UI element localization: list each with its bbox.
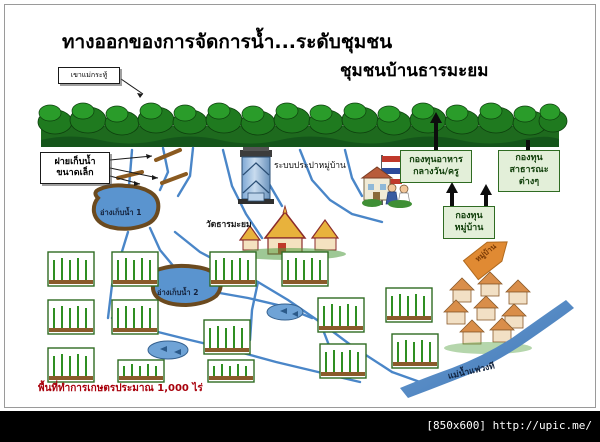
fund-box-village-fund-line1: กองทุน [455, 210, 483, 221]
fund-box-public-funds-line3: ต่างๆ [518, 176, 540, 187]
callout-small-weir-line2: ขนาดเล็ก [56, 168, 94, 179]
fund-box-public-funds: กองทุน สาธารณะ ต่างๆ [498, 150, 560, 192]
fund-box-village-fund-line2: หมู่บ้าน [454, 222, 484, 233]
label-temple: วัดธารมะยม [206, 220, 252, 230]
label-reservoir-1: อ่างเก็บน้ำ 1 [100, 208, 142, 217]
footer-watermark-text: [850x600] http://upic.me/ [426, 419, 592, 432]
callout-small-weir: ฝายเก็บน้ำ ขนาดเล็ก [40, 152, 110, 184]
page-subtitle: ชุมชนบ้านธารมะยม [340, 61, 489, 81]
fund-box-school-lunch: กองทุนอาหาร กลางวัน/ครู [400, 150, 472, 183]
fund-box-school-lunch-line2: กลางวัน/ครู [413, 166, 459, 177]
callout-small-weir-line1: ฝายเก็บน้ำ [54, 157, 96, 167]
label-farmland-area: พื้นที่ทำการเกษตรประมาณ 1,000 ไร่ [38, 383, 203, 394]
footer-bar [0, 411, 600, 442]
fund-box-public-funds-line2: สาธารณะ [509, 165, 549, 176]
fund-box-public-funds-line1: กองทุน [515, 153, 543, 164]
label-reservoir-2: อ่างเก็บน้ำ 2 [157, 288, 199, 297]
callout-mountain-label: เขาแม่กระทู้ [58, 67, 120, 84]
fund-box-school-lunch-line1: กองทุนอาหาร [409, 154, 463, 165]
page-title: ทางออกของการจัดการน้ำ...ระดับชุมชน [62, 31, 393, 53]
fund-box-village-fund: กองทุน หมู่บ้าน [443, 206, 495, 239]
label-village-waterworks: ระบบประปาหมู่บ้าน [274, 161, 346, 171]
